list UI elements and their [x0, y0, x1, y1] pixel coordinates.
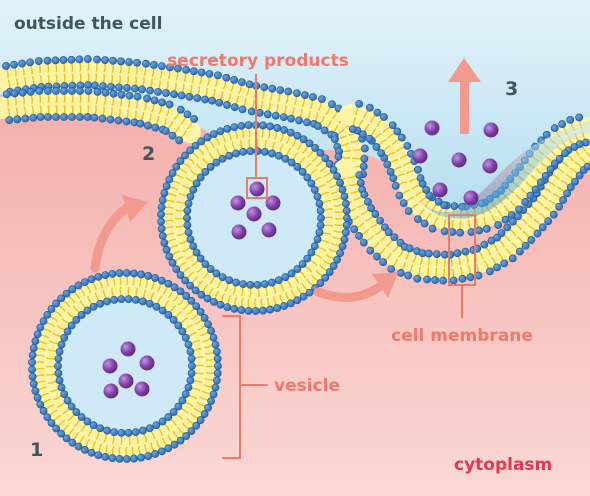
- molecule: [231, 224, 247, 240]
- molecule: [134, 381, 150, 397]
- lipid-bilayers: [0, 55, 590, 463]
- arrow-step1-to-2: [90, 195, 148, 273]
- callout-secretory: [246, 74, 268, 199]
- molecule: [483, 122, 499, 138]
- molecule: [139, 355, 155, 371]
- molecule: [463, 190, 479, 206]
- vesicle-label: vesicle: [274, 376, 340, 396]
- molecule: [432, 182, 448, 198]
- step-1-number: 1: [30, 439, 43, 461]
- step-3-number: 3: [505, 78, 518, 100]
- molecule: [249, 181, 265, 197]
- arrow-release-up: [448, 58, 481, 134]
- molecule: [103, 383, 119, 399]
- arrow-step2-to-3: [313, 272, 398, 302]
- cell-membrane-left-lower: [0, 87, 201, 145]
- vesicle-docking: [157, 121, 351, 315]
- cell-membrane-label: cell membrane: [391, 326, 533, 346]
- molecule: [120, 341, 136, 357]
- molecule: [246, 206, 262, 222]
- molecule: [118, 373, 134, 389]
- vesicle-lumen: [60, 301, 190, 431]
- outside-label: outside the cell: [14, 14, 162, 34]
- callout-membrane: [448, 214, 476, 318]
- molecule: [265, 195, 281, 211]
- released-lumen: [420, 120, 590, 219]
- molecule: [261, 222, 277, 238]
- step-2-number: 2: [142, 143, 155, 165]
- secretory-molecules: [102, 120, 499, 399]
- cytoplasm-label: cytoplasm: [454, 455, 552, 475]
- vesicle-free: [28, 269, 222, 463]
- molecule: [412, 148, 428, 164]
- molecule: [230, 195, 246, 211]
- molecule: [451, 152, 467, 168]
- molecule: [102, 358, 118, 374]
- secretory-products-label: secretory products: [167, 51, 349, 71]
- callout-vesicle-bracket: [222, 315, 268, 459]
- molecule: [482, 158, 498, 174]
- molecule: [424, 120, 440, 136]
